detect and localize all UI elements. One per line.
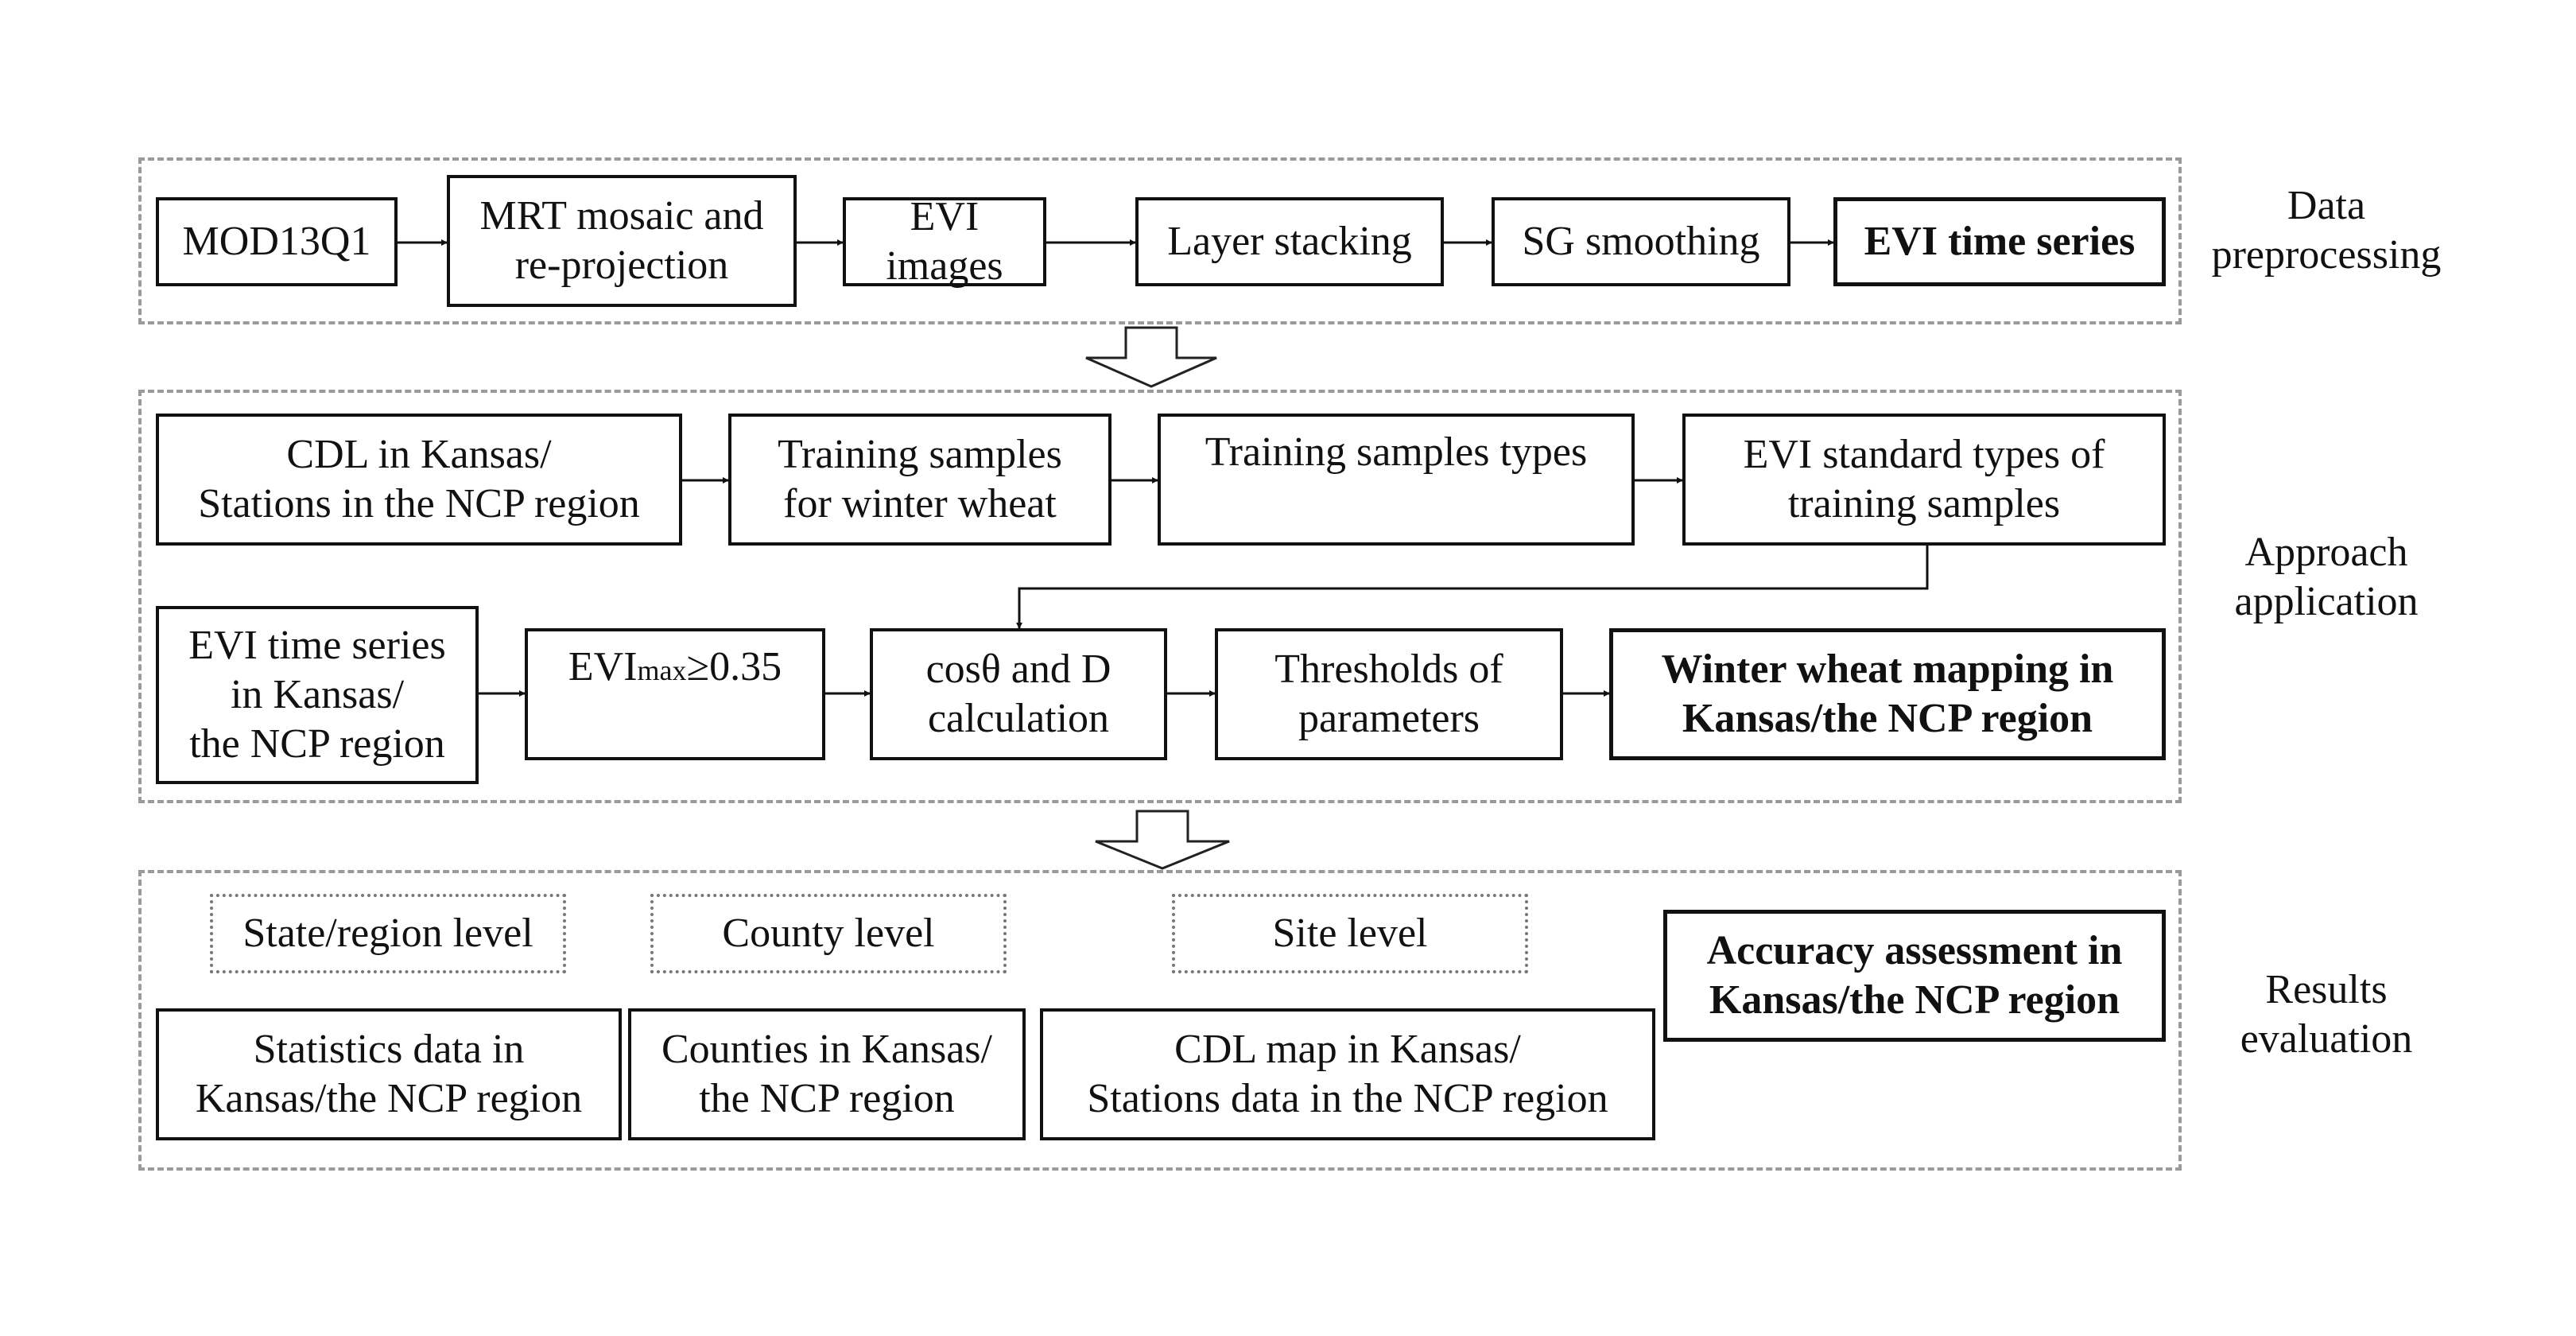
mrt-box: MRT mosaic and re-projection [447, 175, 797, 307]
county-level-box: County level [650, 894, 1007, 973]
state-level-label: State/region level [242, 911, 533, 956]
statistics-data-box: Statistics data in Kansas/the NCP region [156, 1008, 622, 1140]
site-level-box: Site level [1172, 894, 1528, 973]
cos-d-box: cosθ and D calculation [870, 628, 1167, 760]
cdl-stations-box: CDL in Kansas/ Stations in the NCP regio… [156, 414, 682, 546]
evi-images-box: EVI images [843, 194, 1046, 289]
layer-stacking-label: Layer stacking [1167, 219, 1412, 264]
sg-smoothing-box: SG smoothing [1492, 197, 1790, 286]
thresholds-label: Thresholds of parameters [1274, 647, 1503, 741]
accuracy-assessment-label: Accuracy assessment in Kansas/the NCP re… [1706, 928, 2123, 1023]
mod13q1-label: MOD13Q1 [182, 219, 371, 264]
evi-standard-box: EVI standard types of training samples [1682, 414, 2166, 546]
evimax-suffix: ≥0.35 [686, 644, 782, 689]
evi-images-label: EVI images [886, 194, 1003, 289]
county-level-label: County level [722, 911, 935, 956]
statistics-data-label: Statistics data in Kansas/the NCP region [195, 1027, 583, 1121]
training-samples-box: Training samples for winter wheat [728, 414, 1111, 546]
results-evaluation-label: Results evaluation [2240, 967, 2413, 1062]
mod13q1-box: MOD13Q1 [156, 197, 398, 286]
evi-series-region-label: EVI time series in Kansas/ the NCP regio… [188, 623, 446, 767]
winter-wheat-mapping-box: Winter wheat mapping in Kansas/the NCP r… [1609, 628, 2166, 760]
cdl-stations-label: CDL in Kansas/ Stations in the NCP regio… [198, 432, 640, 526]
data-preprocessing-section [138, 157, 2182, 324]
cos-d-label: cosθ and D calculation [925, 647, 1111, 741]
counties-box: Counties in Kansas/ the NCP region [628, 1008, 1026, 1140]
winter-wheat-mapping-label: Winter wheat mapping in Kansas/the NCP r… [1661, 647, 2114, 741]
state-level-box: State/region level [210, 894, 566, 973]
layer-stacking-box: Layer stacking [1135, 197, 1444, 286]
thresholds-box: Thresholds of parameters [1215, 628, 1563, 760]
approach-application-label: Approach application [2234, 530, 2419, 624]
evimax-prefix: EVI [568, 644, 638, 689]
cdl-map-box: CDL map in Kansas/ Stations data in the … [1040, 1008, 1655, 1140]
evi-series-region-box: EVI time series in Kansas/ the NCP regio… [156, 606, 479, 784]
section-arrow-2 [1095, 810, 1230, 870]
training-samples-label: Training samples for winter wheat [778, 432, 1062, 526]
approach-application-section [138, 390, 2182, 803]
data-preprocessing-label: Data preprocessing [2211, 183, 2442, 278]
evimax-box: EVImax≥0.35 [525, 628, 825, 760]
training-types-label: Training samples types [1205, 429, 1588, 475]
counties-label: Counties in Kansas/ the NCP region [661, 1027, 992, 1121]
mrt-label: MRT mosaic and re-projection [479, 193, 764, 288]
evimax-subscript: max [637, 654, 687, 686]
cdl-map-label: CDL map in Kansas/ Stations data in the … [1087, 1027, 1608, 1121]
site-level-label: Site level [1272, 911, 1428, 956]
evi-time-series-label: EVI time series [1864, 219, 2136, 264]
evi-standard-label: EVI standard types of training samples [1743, 432, 2105, 526]
evi-time-series-box: EVI time series [1833, 197, 2166, 286]
training-types-box: Training samples types [1158, 414, 1635, 546]
section-arrow-1 [1085, 326, 1217, 388]
arrow-evi-standard-to-cos-d [1016, 546, 1929, 629]
sg-smoothing-label: SG smoothing [1522, 219, 1760, 264]
accuracy-assessment-box: Accuracy assessment in Kansas/the NCP re… [1663, 910, 2166, 1042]
evimax-label: EVImax≥0.35 [568, 643, 782, 695]
results-evaluation-section [138, 870, 2182, 1171]
